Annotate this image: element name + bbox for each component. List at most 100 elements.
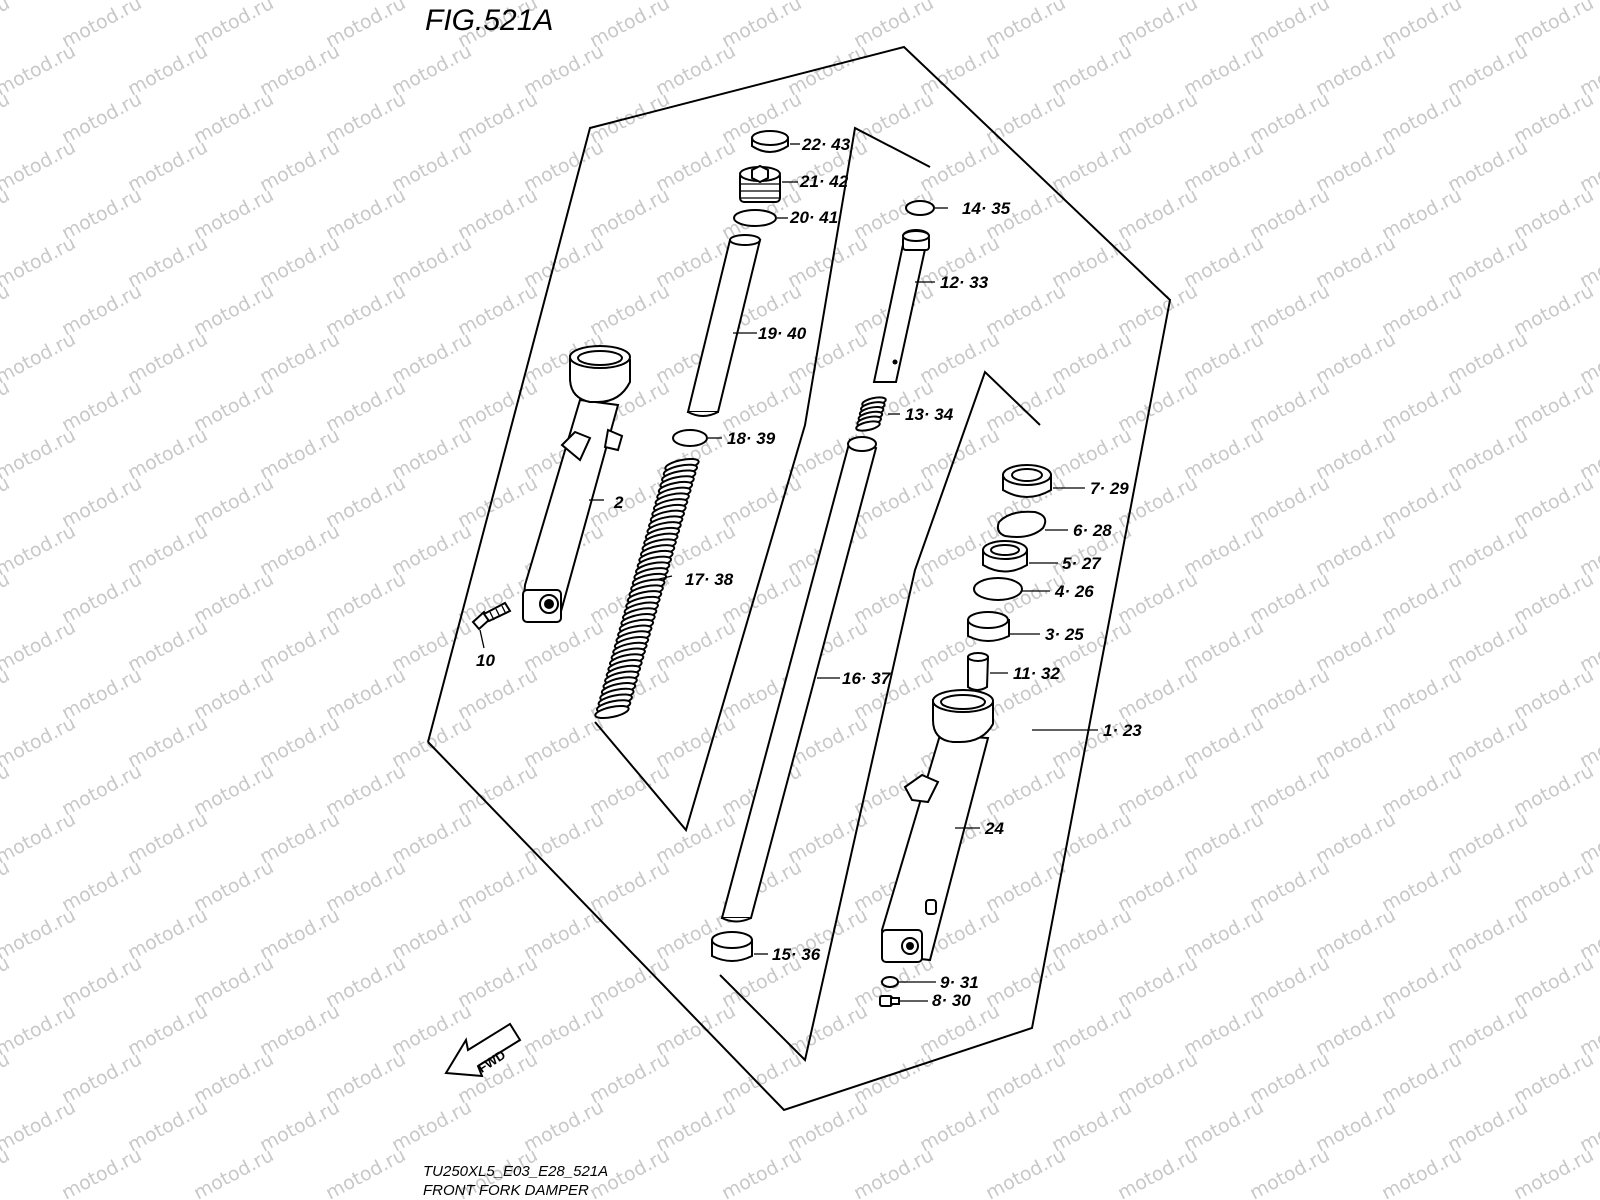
watermark-text: motod.ru (1444, 424, 1531, 484)
watermark-text: motod.ru (322, 664, 409, 724)
watermark-text: motod.ru (1114, 760, 1201, 820)
damper-group-outline (719, 370, 1041, 1062)
watermark-text: motod.ru (520, 40, 607, 100)
watermark-text: motod.ru (1312, 712, 1399, 772)
watermark-text: motod.ru (1312, 424, 1399, 484)
watermark-text: motod.ru (1048, 136, 1135, 196)
label-19-40: 19· 40 (758, 324, 807, 343)
watermark-text: motod.ru (982, 760, 1069, 820)
watermark-text: motod.ru (1048, 40, 1135, 100)
watermark-text: motod.ru (520, 616, 607, 676)
watermark-text: motod.ru (850, 1048, 937, 1108)
watermark-text: motod.ru (322, 952, 409, 1012)
watermark-text: motod.ru (0, 1096, 79, 1156)
o-ring-part-20 (733, 209, 777, 227)
watermark-text: motod.ru (1114, 568, 1201, 628)
watermark-text: motod.ru (1180, 328, 1267, 388)
watermark-text: motod.ru (1180, 616, 1267, 676)
watermark-text: motod.ru (1312, 136, 1399, 196)
watermark-text: motod.ru (256, 616, 343, 676)
label-7-29: 7· 29 (1090, 479, 1129, 498)
watermark-text: motod.ru (256, 136, 343, 196)
watermark-text: motod.ru (0, 424, 79, 484)
rebound-spring-part-13 (855, 396, 887, 432)
watermark-text: motod.ru (982, 952, 1069, 1012)
watermark-text: motod.ru (58, 88, 145, 148)
watermark-text: motod.ru (1246, 1048, 1333, 1108)
label-15-36: 15· 36 (772, 945, 821, 964)
watermark-text: motod.ru (982, 280, 1069, 340)
label-10: 10 (476, 651, 495, 670)
watermark-text: motod.ru (652, 136, 739, 196)
watermark-text: motod.ru (916, 328, 1003, 388)
watermark-text: motod.ru (0, 1048, 13, 1108)
watermark-text: motod.ru (1510, 568, 1597, 628)
watermark-text: motod.ru (124, 1096, 211, 1156)
oil-seal-part-5 (982, 540, 1028, 573)
watermark-text: motod.ru (454, 760, 541, 820)
stopper-ring-part-6 (996, 510, 1047, 538)
watermark-text: motod.ru (1048, 1096, 1135, 1156)
watermark-text: motod.ru (1444, 616, 1531, 676)
outer-tube-part-2 (521, 345, 631, 623)
watermark-text: motod.ru (124, 232, 211, 292)
inner-group-outline (594, 126, 931, 833)
watermark-text: motod.ru (784, 808, 871, 868)
watermark-text: motod.ru (1378, 184, 1465, 244)
watermark-text: motod.ru (1180, 520, 1267, 580)
washer-part-18 (672, 429, 708, 447)
watermark-text: motod.ru (190, 1144, 277, 1200)
label-6-28: 6· 28 (1073, 521, 1112, 540)
watermark-text: motod.ru (124, 616, 211, 676)
watermark-text: motod.ru (190, 856, 277, 916)
watermark-text: motod.ru (1312, 328, 1399, 388)
drain-bolt-part-8 (879, 995, 900, 1007)
watermark-text: motod.ru (1048, 808, 1135, 868)
watermark-text: motod.ru (388, 1096, 475, 1156)
watermark-text: motod.ru (1378, 760, 1465, 820)
fork-spring-part-17 (594, 457, 700, 720)
watermark-text: motod.ru (1444, 808, 1531, 868)
watermark-text: motod.ru (0, 616, 79, 676)
watermark-text: motod.ru (190, 184, 277, 244)
label-16-37: 16· 37 (842, 669, 892, 688)
watermark-text: motod.ru (322, 856, 409, 916)
watermark-text: motod.ru (1576, 0, 1600, 4)
watermark-text: motod.ru (0, 1144, 13, 1200)
watermark-text: motod.ru (256, 328, 343, 388)
watermark-text: motod.ru (388, 616, 475, 676)
watermark-text: motod.ru (1246, 856, 1333, 916)
label-22-43: 22· 43 (801, 135, 851, 154)
watermark-text: motod.ru (454, 88, 541, 148)
watermark-text: motod.ru (190, 88, 277, 148)
watermark-text: motod.ru (322, 472, 409, 532)
watermark-text: motod.ru (388, 520, 475, 580)
ring-part-14 (905, 200, 935, 216)
model-code: TU250XL5_E03_E28_521A (423, 1163, 608, 1180)
watermark-text: motod.ru (982, 856, 1069, 916)
watermark-text: motod.ru (388, 40, 475, 100)
watermark-text: motod.ru (1378, 856, 1465, 916)
watermark-text: motod.ru (0, 472, 13, 532)
watermark-text: motod.ru (1378, 472, 1465, 532)
watermark-text: motod.ru (652, 40, 739, 100)
watermark-text: motod.ru (454, 376, 541, 436)
label-17-38: 17· 38 (685, 570, 734, 589)
watermark-text: motod.ru (322, 376, 409, 436)
watermark-text: motod.ru (190, 280, 277, 340)
watermark-text: motod.ru (190, 376, 277, 436)
watermark-text: motod.ru (784, 232, 871, 292)
watermark-text: motod.ru (454, 280, 541, 340)
watermark-text: motod.ru (1048, 904, 1135, 964)
watermark-text: motod.ru (982, 1144, 1069, 1200)
label-1-23: 1· 23 (1103, 721, 1142, 740)
watermark-text: motod.ru (1114, 184, 1201, 244)
watermark-text: motod.ru (1378, 280, 1465, 340)
watermark-text: motod.ru (850, 568, 937, 628)
watermark-text: motod.ru (1180, 1000, 1267, 1060)
cap-bolt-part-21 (739, 164, 781, 203)
watermark-text: motod.ru (322, 88, 409, 148)
watermark-text: motod.ru (190, 1048, 277, 1108)
watermark-text: motod.ru (1510, 856, 1597, 916)
watermark-text: motod.ru (0, 664, 13, 724)
